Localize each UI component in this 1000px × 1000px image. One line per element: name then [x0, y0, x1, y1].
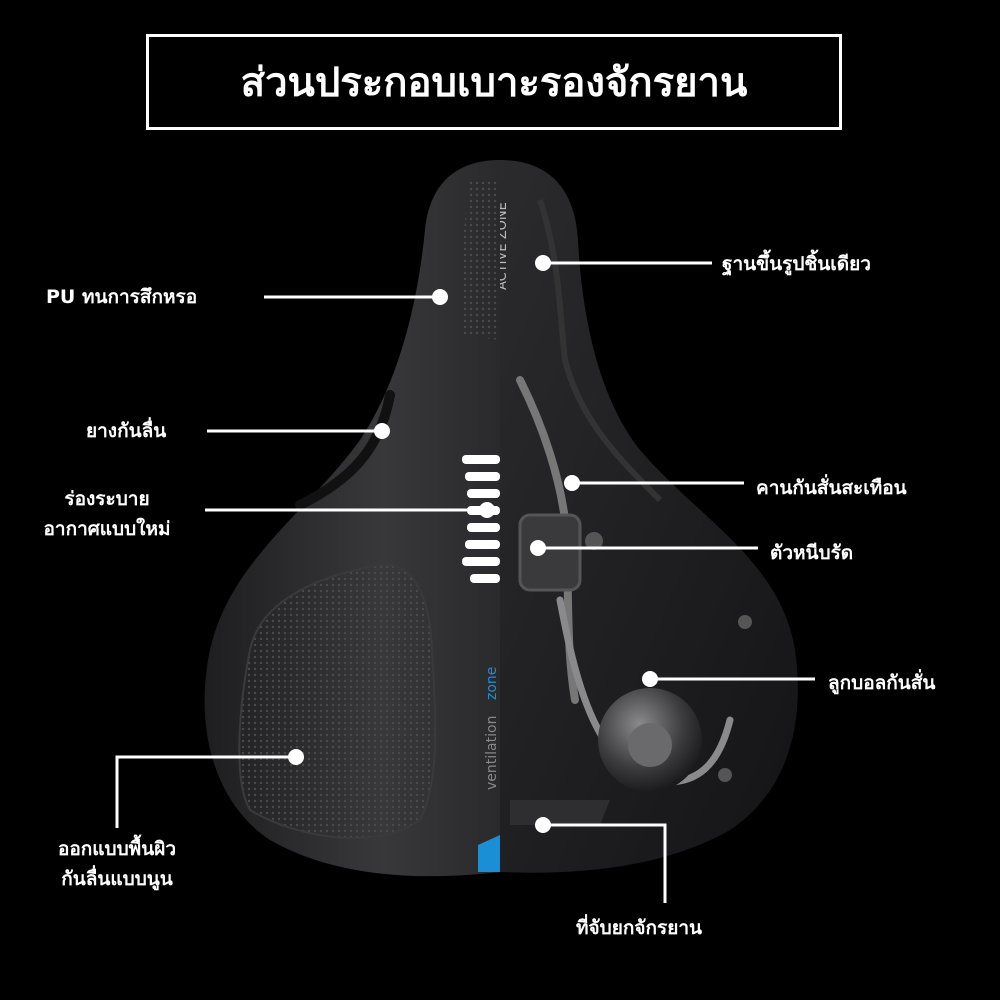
label-emboss-line2: กันลื่นแบบนูน [61, 868, 173, 890]
anti-slip-pattern [238, 563, 437, 840]
label-clamp: ตัวหนีบรัด [770, 542, 854, 564]
handle-slot [510, 800, 610, 825]
dot-beam [564, 475, 580, 491]
zone-label: zone [484, 667, 500, 700]
dot-pu [432, 289, 448, 305]
label-ball: ลูกบอลกันสั่น [828, 672, 936, 694]
title-frame: ส่วนประกอบเบาะรองจักรยาน [146, 34, 842, 130]
dot-rubber [374, 423, 390, 439]
rubber-edge [295, 390, 395, 510]
blue-accent [478, 835, 500, 872]
label-rubber: ยางกันลื่น [86, 420, 167, 442]
dot-emboss [288, 749, 304, 765]
label-beam: คานกันสั่นสะเทือน [756, 477, 907, 499]
page-title: ส่วนประกอบเบาะรองจักรยาน [240, 60, 748, 106]
leader-emboss [115, 755, 296, 828]
clamp-body [518, 513, 582, 592]
label-handle: ที่จับยกจักรยาน [576, 917, 702, 939]
dot-base [535, 255, 551, 271]
label-emboss-line1: ออกแบบพื้นผิว [57, 838, 176, 860]
saddle-shell-half: ACTIVE ZONE [495, 160, 798, 873]
leader-dots [288, 255, 658, 833]
shell-screw [738, 615, 752, 629]
pu-texture-panel [461, 178, 500, 340]
ball-cap [628, 723, 672, 767]
shell-screw [718, 768, 732, 782]
label-vent-line2: อากาศแบบใหม่ [43, 518, 171, 540]
label-emboss: ออกแบบพื้นผิว กันลื่นแบบนูน [12, 834, 222, 894]
base-rim [537, 199, 663, 503]
label-base: ฐานขึ้นรูปชิ้นเดียว [722, 253, 871, 275]
dot-handle [535, 817, 551, 833]
dot-ball [642, 671, 658, 687]
leader-lines [115, 261, 815, 903]
leader-handle [543, 823, 667, 903]
active-zone-label: ACTIVE ZONE [495, 202, 510, 290]
clamp-bolt [585, 532, 603, 550]
ventilation-label: ventilation [484, 716, 500, 790]
label-vent-line1: ร่องระบาย [64, 488, 150, 510]
label-vent: ร่องระบาย อากาศแบบใหม่ [12, 484, 202, 544]
dot-clamp [530, 540, 546, 556]
saddle-cover-half: ventilation zone [204, 160, 500, 877]
label-pu: PU ทนการสึกหรอ [46, 286, 198, 308]
dot-vent [479, 502, 495, 518]
